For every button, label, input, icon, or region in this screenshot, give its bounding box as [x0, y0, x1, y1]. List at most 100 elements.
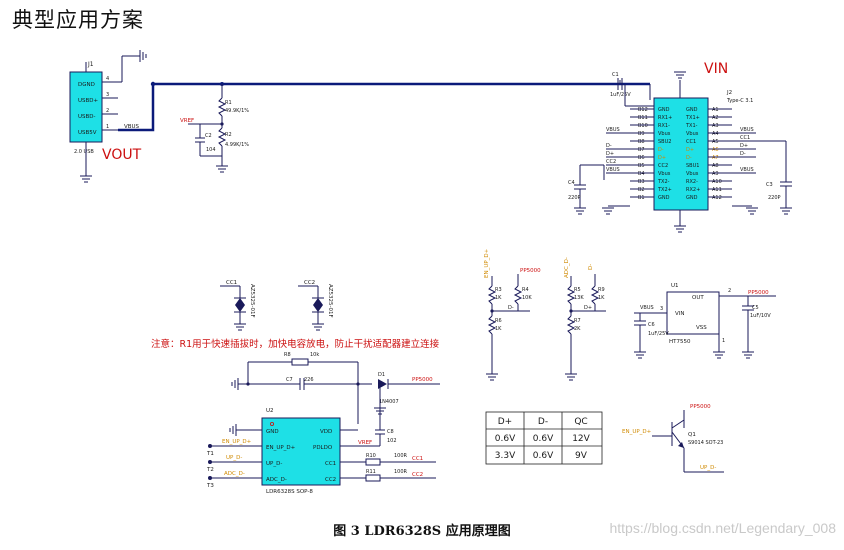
typec-left-pin-num: B10: [638, 123, 648, 129]
q1-en-up-d: EN_UP_D+: [622, 429, 652, 435]
u1-regulator: U1 OUT VIN VSS HT7550 2 3 1 PP5000 C5 1u…: [634, 283, 776, 359]
typec-left-pin-label: Vbus: [658, 131, 671, 137]
typec-dp-right: D+: [740, 143, 748, 149]
typec-left-pin-label: RX1-: [658, 123, 670, 129]
q1-pp5000: PP5000: [690, 404, 711, 410]
c2-value: 104: [206, 147, 216, 153]
u1-vbus: VBUS: [640, 305, 654, 311]
vref-divider: R1 49.9K/1% VREF R2 4.99K/1% C2 104: [180, 84, 249, 173]
typec-left-pin-label: GND: [658, 195, 670, 201]
typec-right-pin-num: A1: [712, 107, 719, 113]
tvs2-ref: AZ5325-01F: [327, 284, 333, 318]
qc-table-cell: 0.6V: [533, 434, 554, 444]
c7-ref: C7: [286, 377, 293, 383]
typec-left-pin-num: B11: [638, 115, 648, 121]
j1-body: [69, 71, 103, 143]
typec-right-pin-label: TX1+: [685, 115, 700, 121]
typec-right-pin-label: GND: [686, 107, 698, 113]
r11-value: 100R: [394, 469, 408, 475]
tvs2-net: CC2: [304, 280, 315, 286]
j1-connector: J1 DGND USBD+ USBD- USB5V 4 3 2 1 2.0 US…: [69, 50, 147, 183]
c2-ref: C2: [205, 133, 212, 139]
r11-ref: R11: [366, 469, 376, 475]
j1-ref: J1: [87, 61, 94, 68]
typec-vbus-right-2: VBUS: [740, 167, 754, 173]
u2-pin-3: UP_D-: [266, 461, 282, 467]
typec-left-pin-label: TX2-: [657, 179, 670, 185]
c8-ref: C8: [387, 429, 394, 435]
typec-connector: C1 1uF/25V VIN J2 Type-C 3.1 GNDB12RX1+B…: [568, 61, 792, 233]
c3-value: 220P: [768, 195, 781, 201]
typec-right-pin-num: A6: [712, 147, 719, 153]
typec-cc2-left: CC2: [606, 159, 616, 165]
u2-adc-d: ADC_D-: [224, 471, 245, 477]
c7-value: 226: [304, 377, 314, 383]
r10-ref: R10: [366, 453, 376, 459]
r1-notice: 注意：R1用于快速插拔时，加快电容放电，防止干扰适配器建立连接: [151, 338, 440, 350]
u2-en-up-d: EN_UP_D+: [222, 439, 252, 445]
u1-num-2: 2: [728, 288, 731, 294]
r9-ref: R9: [598, 287, 605, 293]
test-point-t3: T3: [206, 483, 214, 489]
typec-left-pin-label: D-: [658, 147, 664, 153]
c4-value: 220P: [568, 195, 581, 201]
u1-pin-vss: VSS: [696, 325, 707, 331]
typec-left-pin-num: B9: [638, 131, 645, 137]
vin-label: VIN: [704, 61, 728, 77]
typec-left-pin-num: B1: [638, 195, 645, 201]
typec-left-pins: GNDB12RX1+B11RX1-B10VbusB9SBU2B8D-B7D+B6…: [630, 107, 672, 201]
qc-table-cell: 0.6V: [533, 451, 554, 461]
j1-pin-3: USBD-: [78, 114, 96, 120]
u2-pin-7: PDLDO: [313, 445, 333, 451]
c6-value: 1uF/25V: [648, 331, 669, 337]
typec-right-pin-label: RX2-: [686, 179, 698, 185]
dminus-divider: ADC_D- R5 13K R7 2K D- R9 1K D+: [564, 257, 606, 381]
typec-right-pin-num: A5: [712, 139, 719, 145]
typec-right-pin-label: SBU1: [686, 163, 699, 169]
typec-left-pin-num: B4: [638, 171, 645, 177]
r5-value: 13K: [574, 295, 584, 301]
r10-cc1: CC1: [412, 456, 423, 462]
tvs-diodes: CC1 AZ5325-01F CC2 AZ5325-01F: [220, 280, 333, 331]
dminus-divider-net: ADC_D-: [564, 257, 570, 278]
c6-ref: C6: [648, 322, 655, 328]
r11-cc2: CC2: [412, 472, 423, 478]
vout-label: VOUT: [102, 147, 142, 163]
u2-vref: VREF: [358, 440, 372, 446]
typec-right-pin-num: A9: [712, 171, 719, 177]
typec-left-pin-label: TX2+: [657, 187, 672, 193]
tvs1-ref: AZ5325-01F: [249, 284, 255, 318]
test-point-t1: T1: [206, 451, 214, 457]
watermark: https://blog.csdn.net/Legendary_008: [609, 520, 836, 536]
q1-up-d: UP_D-: [700, 465, 716, 471]
c1-ref: C1: [612, 72, 619, 78]
typec-vbus-left-1: VBUS: [606, 127, 620, 133]
tvs1-net: CC1: [226, 280, 237, 286]
r6-value: 1K: [495, 326, 502, 332]
u2-up-d: UP_D-: [226, 455, 242, 461]
typec-right-pin-num: A12: [712, 195, 722, 201]
r2-ref: R2: [225, 132, 232, 138]
c4-ref: C4: [568, 180, 575, 186]
d1-ref: D1: [378, 372, 385, 378]
typec-dp-left: D+: [606, 151, 614, 157]
dminus-divider-dp: D+: [584, 305, 592, 311]
c5-value: 1uF/10V: [750, 313, 771, 319]
typec-left-pin-num: B3: [638, 179, 645, 185]
typec-left-pin-num: B2: [638, 187, 645, 193]
typec-left-pin-label: CC2: [658, 163, 668, 169]
qc-table-cell: 9V: [575, 451, 588, 461]
typec-vbus-left-2: VBUS: [606, 167, 620, 173]
u1-ref: U1: [671, 283, 679, 289]
r2-value: 4.99K/1%: [225, 142, 249, 148]
u1-pin-out: OUT: [692, 295, 704, 301]
j1-pin-2: USBD+: [78, 98, 99, 104]
r1-ref: R1: [225, 100, 232, 106]
r4-value: 10K: [522, 295, 532, 301]
u1-body: [666, 291, 720, 335]
typec-left-pin-label: D+: [658, 155, 666, 161]
svg-text:1: 1: [106, 124, 109, 130]
r10-value: 100R: [394, 453, 408, 459]
